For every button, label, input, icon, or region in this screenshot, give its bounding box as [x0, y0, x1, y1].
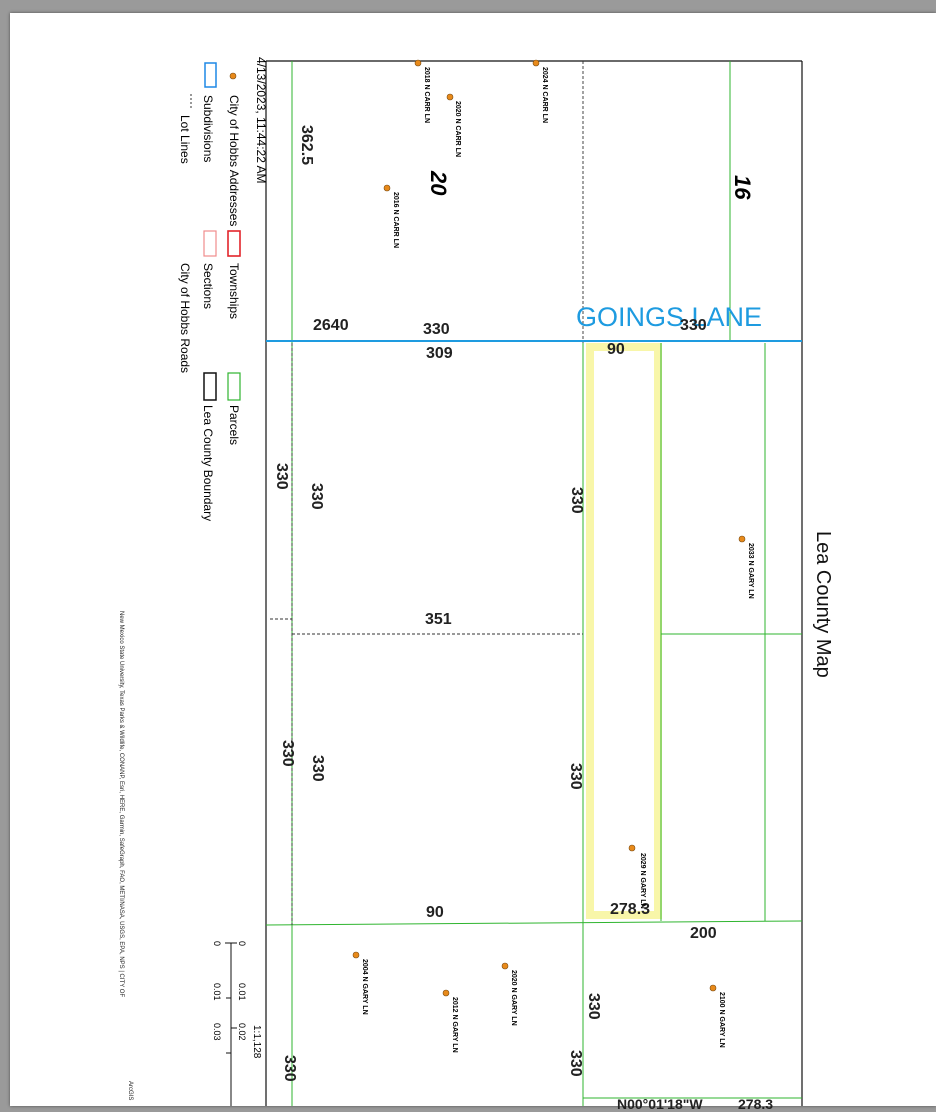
address-label: 2029 N GARY LN: [639, 853, 646, 909]
legend-city-addresses-label: City of Hobbs Addresses: [227, 95, 241, 227]
address-points: [229, 59, 746, 997]
address-label: 2004 N GARY LN: [361, 959, 368, 1015]
scale-bar: [225, 942, 237, 1106]
address-label: 2012 N GARY LN: [451, 997, 458, 1053]
parcel-lines: [265, 61, 803, 1106]
legend-city-roads-label: City of Hobbs Roads: [178, 263, 192, 374]
dimension-label: 278.3: [738, 1096, 774, 1112]
address-label: 2100 N GARY LN: [718, 992, 725, 1048]
dimension-label: 2640: [313, 317, 349, 334]
dimension-label: 309: [426, 345, 453, 362]
dimension-label: 90: [426, 904, 444, 921]
scale-tick-label: 0.02: [237, 1023, 247, 1041]
legend-subdivisions-label: Subdivisions: [201, 95, 215, 163]
dimension-label: 200: [690, 925, 717, 942]
dimension-label: 330: [273, 463, 290, 490]
highlighted-parcel-inner: [594, 351, 654, 911]
dimension-label: 330: [281, 1055, 298, 1082]
address-label: 2020 N CARR LN: [454, 101, 461, 158]
legend-sections-swatch: [203, 230, 217, 257]
scale-tick-label: 0.01: [212, 983, 222, 1001]
dimension-label: 330: [308, 483, 325, 510]
legend-county-boundary-label: Lea County Boundary: [201, 405, 215, 522]
dimension-label: 362.5: [298, 125, 315, 166]
section-number-20: 20: [426, 171, 451, 196]
legend-parcels-swatch: [227, 372, 241, 401]
dimension-label: 90: [607, 341, 625, 358]
dimension-label: 278.3: [610, 901, 651, 918]
dimension-label: 330: [567, 1050, 584, 1077]
road-label: GOINGS LANE: [576, 302, 763, 332]
legend-townships-label: Townships: [227, 263, 241, 320]
dimension-label: 330: [279, 740, 296, 767]
legend-address-dot: [229, 72, 237, 80]
scale-tick-label: 0: [237, 941, 247, 947]
legend-parcels-label: Parcels: [227, 405, 241, 446]
lot-lines: [270, 61, 584, 925]
map-canvas[interactable]: [10, 13, 936, 1106]
address-label: 2016 N CARR LN: [392, 192, 399, 249]
bearing-label: N00°01'18"W: [617, 1096, 703, 1112]
scale-tick-label: 0.03: [212, 1023, 222, 1041]
legend-townships-swatch: [227, 230, 241, 257]
dimension-label: 330: [680, 317, 707, 334]
address-label: 2033 N GARY LN: [747, 543, 754, 599]
legend-county-boundary-swatch: [203, 372, 217, 401]
scale-tick-label: 0.01: [237, 983, 247, 1001]
legend-lot-lines-label: Lot Lines: [178, 115, 192, 164]
timestamp: 4/13/2023, 11:44:22 AM: [254, 57, 268, 184]
dimension-label: 330: [568, 487, 585, 514]
map-title: Lea County Map: [812, 531, 834, 678]
dimension-label: 351: [425, 611, 452, 628]
scale-tick-label: 0: [212, 941, 222, 947]
dimension-label: 330: [567, 763, 584, 790]
map-attribution: New Mexico State University, Texas Parks…: [118, 611, 124, 998]
section-number-16: 16: [730, 175, 755, 200]
legend-sections-label: Sections: [201, 263, 215, 310]
address-label: 2024 N CARR LN: [541, 67, 548, 124]
dimension-label: 330: [585, 993, 602, 1020]
arcgis-brand: ArcGIS: [127, 1081, 133, 1101]
map-page: Lea County Map 4/13/2023, 11:44:22 AM Ci…: [10, 13, 936, 1112]
address-label: 2018 N CARR LN: [423, 67, 430, 124]
address-label: 2020 N GARY LN: [510, 970, 517, 1026]
dimension-label: 330: [423, 321, 450, 338]
dimension-label: 330: [309, 755, 326, 782]
legend-subdivisions-swatch: [204, 62, 217, 88]
scale-ratio: 1:1,128: [251, 1025, 262, 1059]
